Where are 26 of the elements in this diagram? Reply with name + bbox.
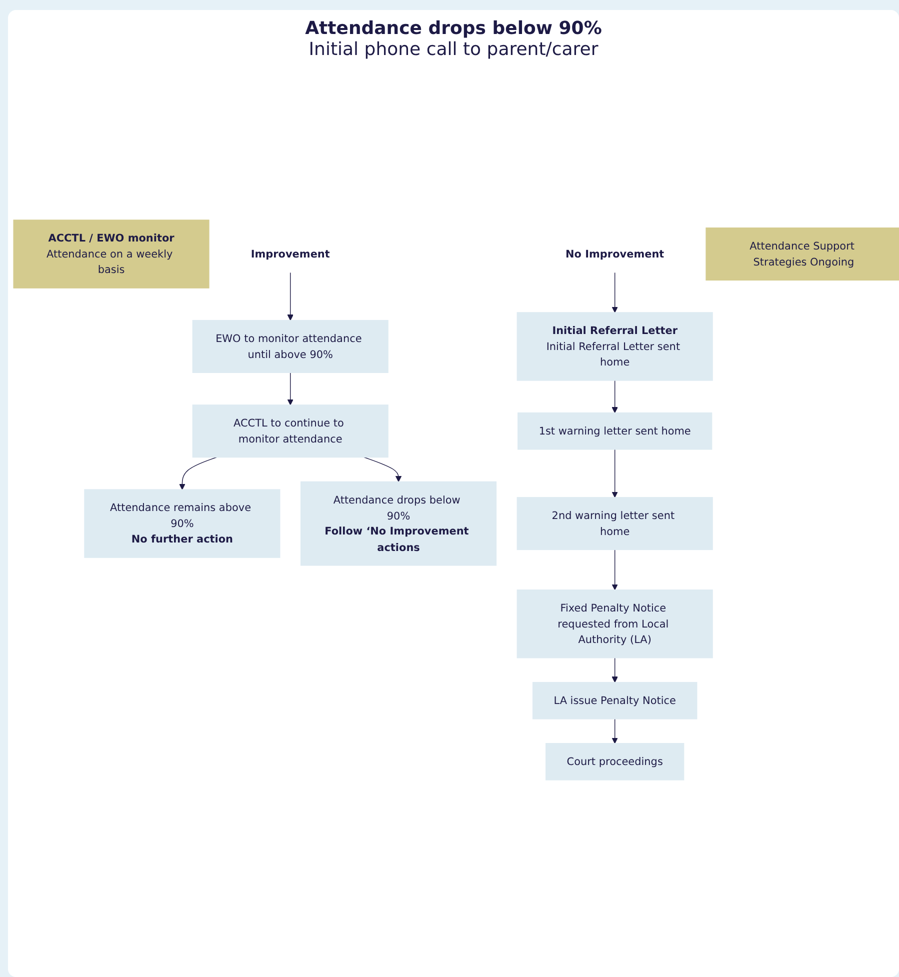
arrow xyxy=(612,718,618,744)
node-box: 2nd warning letter sent home xyxy=(516,497,713,550)
arrow xyxy=(287,272,294,321)
node-box: Attendance remains above 90% No further action xyxy=(84,489,280,558)
arrow xyxy=(612,658,618,683)
node-box: Court proceedings xyxy=(546,743,684,780)
arrow xyxy=(612,549,618,590)
node-box: LA issue Penalty Notice xyxy=(532,682,698,720)
arrow xyxy=(612,272,618,313)
arrow xyxy=(364,456,402,482)
node-box: 1st warning letter sent home xyxy=(518,412,712,450)
arrow xyxy=(287,372,294,406)
node-box: EWO to monitor attendance until above 90% xyxy=(192,320,388,373)
node-box: Attendance drops below 90% Follow ‘No Improvement actions xyxy=(300,481,497,566)
node-text: No Improvement xyxy=(566,248,664,260)
node-box: Attendance Support Strategies Ongoing xyxy=(706,228,899,281)
node-box: Initial Referral Letter Initial Referral Letter sent home xyxy=(516,312,713,381)
arrow xyxy=(612,380,618,414)
arrow xyxy=(179,456,217,490)
arrow xyxy=(612,449,618,498)
node-box: ACCTL to continue to monitor attendance xyxy=(192,404,388,458)
node-box: ACCTL / EWO monitor Attendance on a weekly basis xyxy=(13,220,210,288)
node-text: Improvement xyxy=(250,248,330,260)
heading-text: Attendance drops below 90% xyxy=(305,18,602,39)
note-text: Initial phone call to parent/carer xyxy=(308,39,598,60)
node-box: Fixed Penalty Notice requested from Local Authority (LA) xyxy=(516,590,713,658)
